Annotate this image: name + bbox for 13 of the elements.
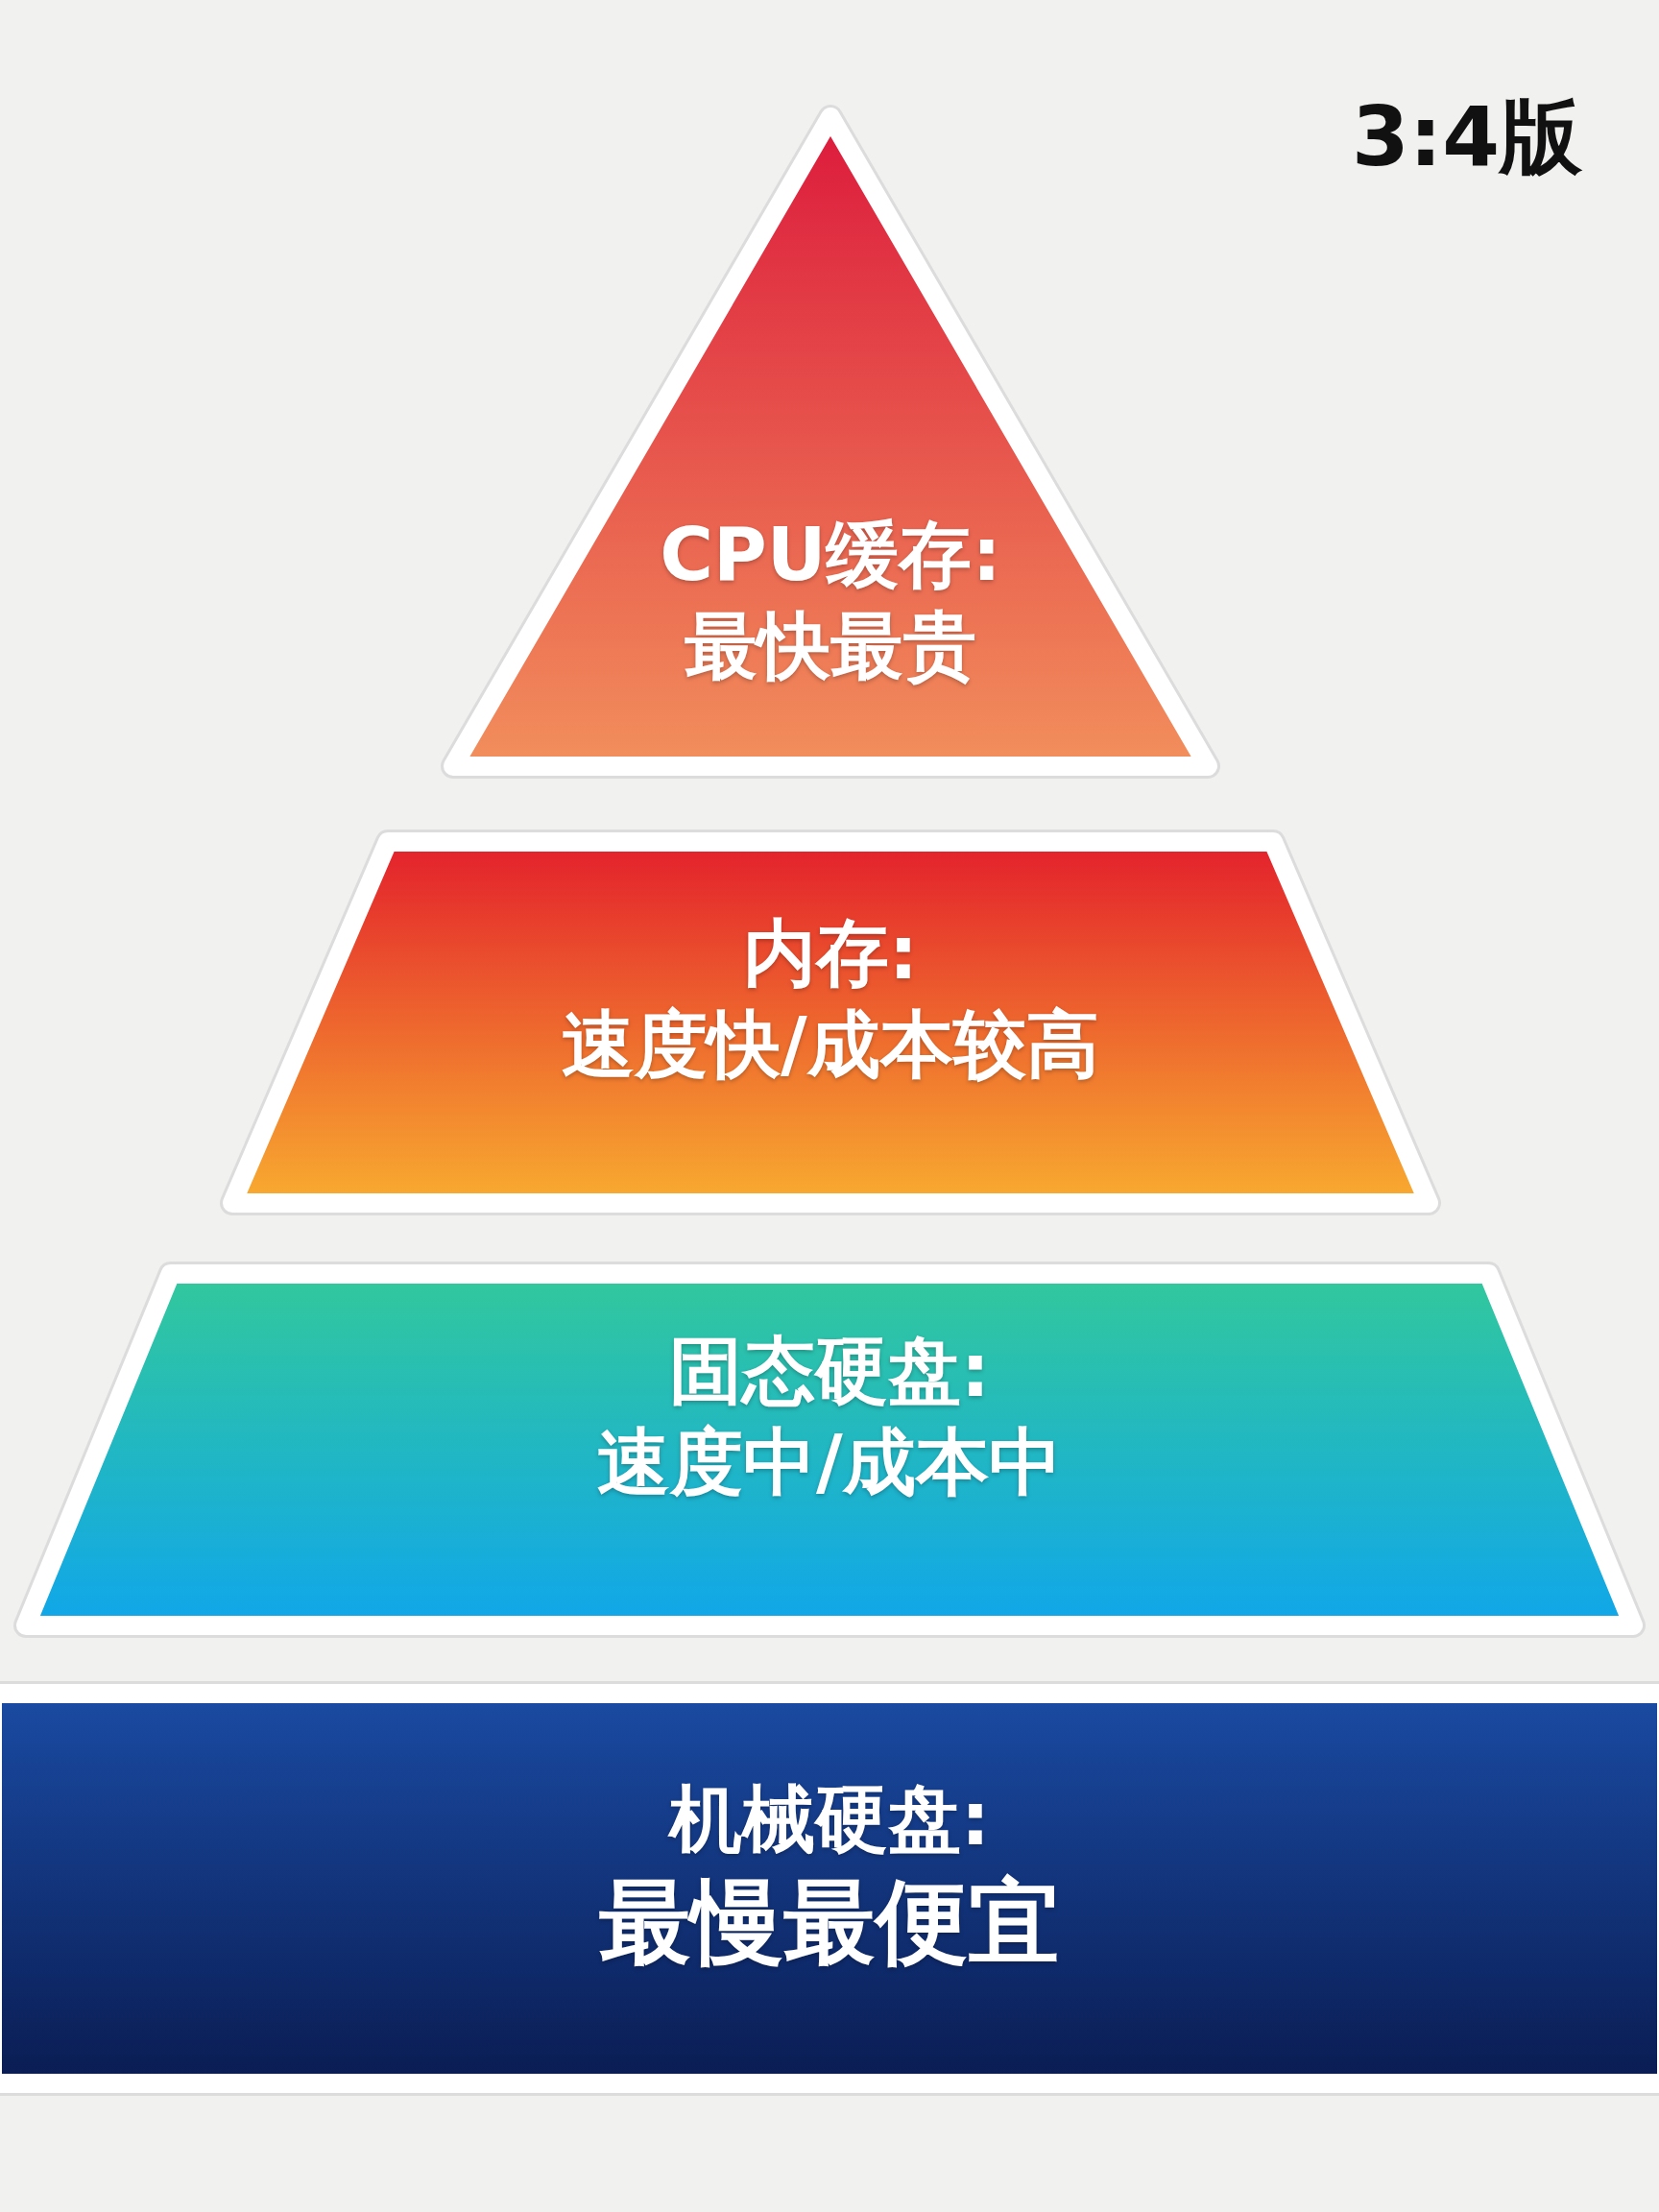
pyramid-tier bbox=[221, 830, 1440, 1214]
tier-heading: 机械硬盘: bbox=[668, 1775, 991, 1863]
tier-heading: CPU缓存: bbox=[660, 511, 1001, 599]
version-label: 3:4版 bbox=[1351, 87, 1582, 186]
pyramid-tier bbox=[14, 1262, 1645, 1637]
tier-description: 速度中/成本中 bbox=[597, 1418, 1062, 1506]
pyramid-tier bbox=[0, 1682, 1659, 2095]
tier-description: 速度快/成本较高 bbox=[562, 1000, 1099, 1089]
tier-description: 最慢最便宜 bbox=[599, 1867, 1060, 1978]
tier-heading: 固态硬盘: bbox=[668, 1327, 991, 1415]
tier-heading: 内存: bbox=[742, 909, 919, 998]
pyramid-tier bbox=[442, 106, 1219, 778]
tier-description: 最快最贵 bbox=[685, 602, 976, 690]
